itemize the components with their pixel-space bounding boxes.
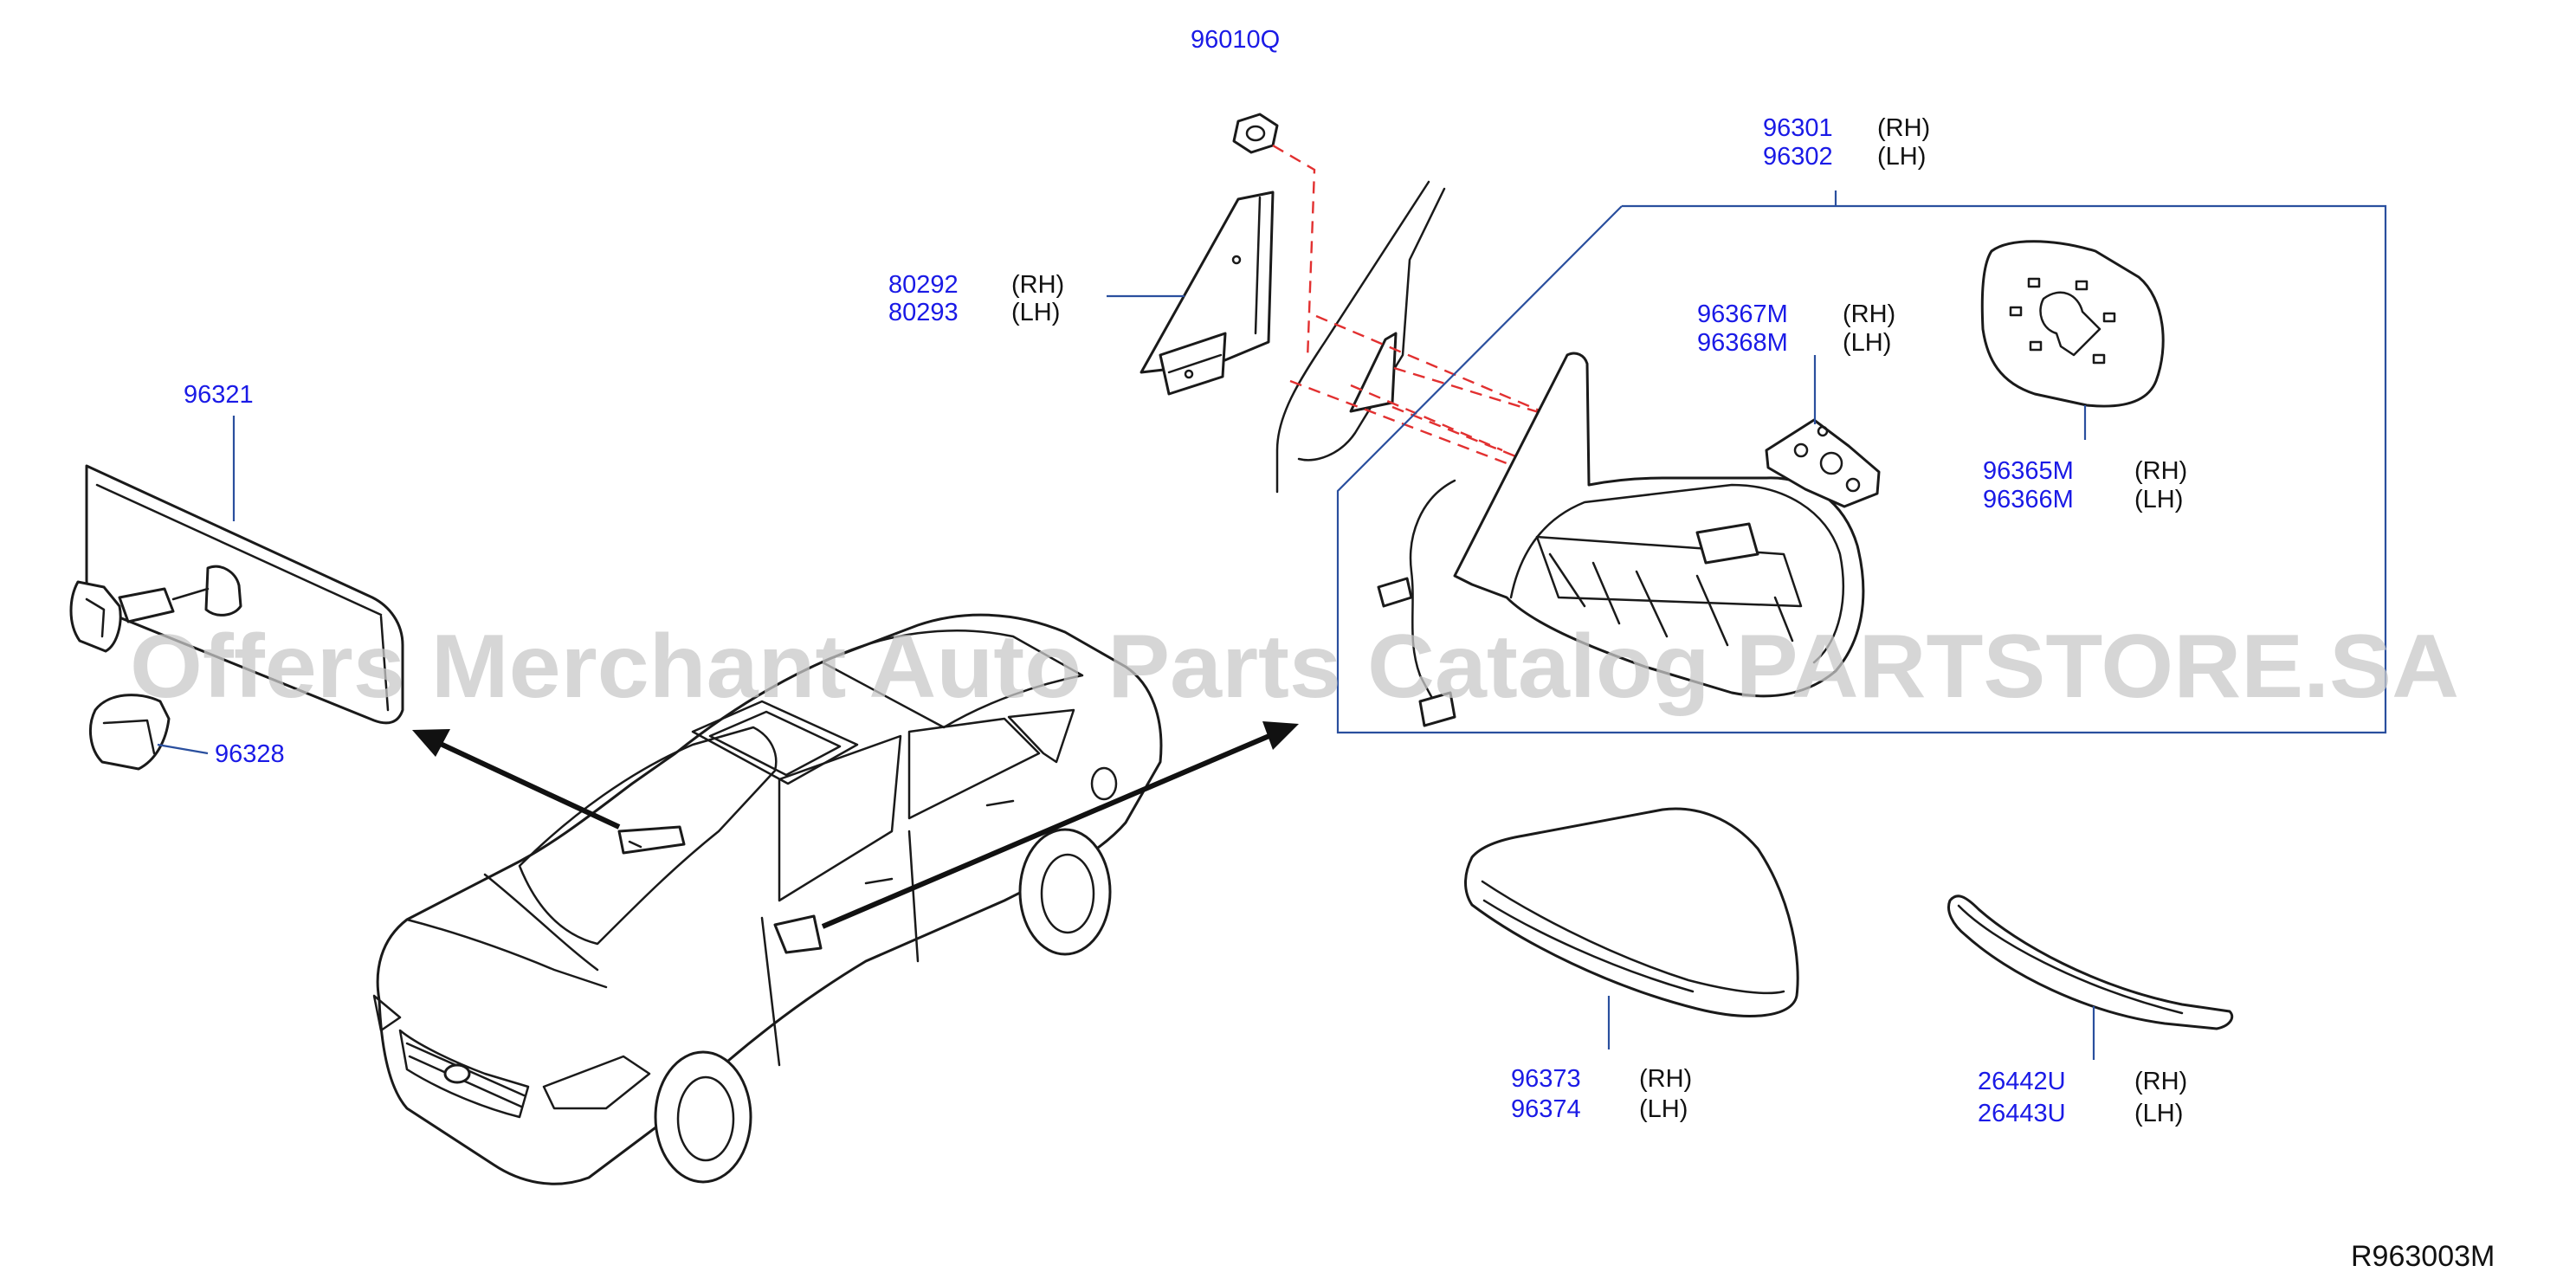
nut-illustration [1232,113,1279,154]
callout-turn-lamp: 26442U (RH) 26443U (LH) [1978,1068,2187,1127]
side-tag-mirror-cap-rh: (RH) [1639,1065,1692,1093]
watermark: Offers Merchant Auto Parts Catalog PARTS… [130,617,2459,717]
part-number-mirror-cap-rh: 96373 [1511,1065,1581,1093]
assembly-dash-lines [1289,314,1551,465]
part-number-nut: 96010Q [1191,26,1280,54]
part-number-glass-lh: 96366M [1983,486,2074,513]
side-tag-glass-rh: (RH) [2134,457,2187,485]
side-tag-door-mirror-lh: (LH) [1877,143,1926,171]
part-number-turn-lamp-rh: 26442U [1978,1068,2066,1095]
side-tag-door-mirror-rh: (RH) [1877,114,1930,142]
part-number-turn-lamp-lh: 26443U [1978,1100,2066,1127]
part-number-door-mirror-rh: 96301 [1763,114,1833,142]
diagram-reference-code: R963003M [2351,1240,2495,1273]
callout-mirror-cap: 96373 (RH) 96374 (LH) [1511,1065,1692,1123]
pointer-arrows [412,721,1299,929]
callout-actuator: 96367M (RH) 96368M (LH) [1697,300,1895,357]
callout-glass: 96365M (RH) 96366M (LH) [1983,457,2187,513]
side-tag-mirror-cap-lh: (LH) [1639,1095,1688,1123]
side-tag-actuator-lh: (LH) [1843,329,1891,357]
part-number-inside-mirror-cover: 96328 [215,740,285,768]
part-number-door-mirror-lh: 96302 [1763,143,1833,171]
side-tag-glass-lh: (LH) [2134,486,2183,513]
turn-signal-lamp-illustration [1947,894,2234,1030]
mirror-cap-illustration [1464,807,1799,1017]
part-number-inside-mirror: 96321 [184,381,254,409]
side-tag-cover-rh: (RH) [1011,271,1064,299]
callout-inside-mirror: 96321 [184,381,254,409]
inside-mirror-illustration [69,464,404,771]
part-number-glass-rh: 96365M [1983,457,2074,485]
door-mirror-assembly-illustration [1377,352,1865,727]
part-number-actuator-lh: 96368M [1697,329,1788,357]
mirror-actuator-illustration [1765,418,1881,508]
side-tag-actuator-rh: (RH) [1843,300,1895,328]
door-frame-illustration [1275,180,1446,494]
part-number-mirror-cap-lh: 96374 [1511,1095,1581,1123]
leader-lines [157,190,2095,1060]
callout-inside-mirror-cover: 96328 [215,740,285,768]
mirror-corner-cover-illustration [1140,190,1275,396]
part-number-cover-rh: 80292 [888,271,959,299]
part-number-cover-lh: 80293 [888,299,959,326]
door-mirror-group-box [1336,204,2387,734]
callout-cover: 80292 (RH) 80293 (LH) [888,271,1064,326]
mirror-glass-illustration [1980,240,2165,408]
part-number-actuator-rh: 96367M [1697,300,1788,328]
car-illustration [372,613,1163,1185]
side-tag-cover-lh: (LH) [1011,299,1060,326]
callout-door-mirror: 96301 (RH) 96302 (LH) [1763,114,1930,171]
side-tag-turn-lamp-rh: (RH) [2134,1068,2187,1095]
callout-nut: 96010Q [1191,26,1280,54]
side-tag-turn-lamp-lh: (LH) [2134,1100,2183,1127]
